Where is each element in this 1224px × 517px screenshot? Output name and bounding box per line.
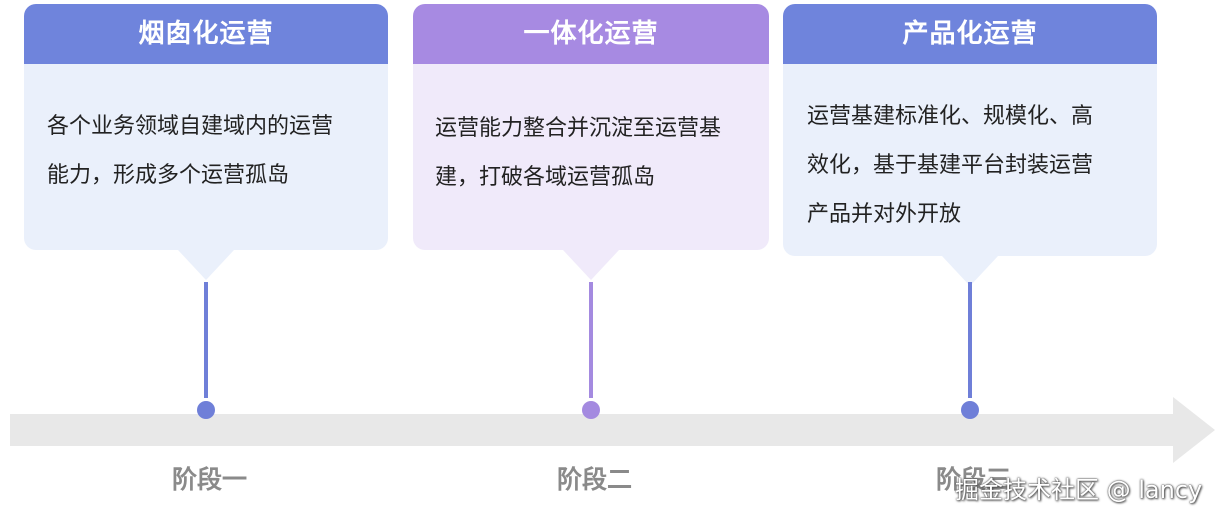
phase-2-connector — [589, 282, 593, 398]
phase-card-3-title: 产品化运营 — [783, 4, 1157, 64]
phase-card-1-pointer — [178, 250, 234, 280]
phase-card-2-pointer — [563, 250, 619, 280]
stage-label-2: 阶段二 — [557, 465, 633, 494]
phase-card-1-body: 各个业务领域自建域内的运营 能力，形成多个运营孤岛 — [24, 64, 388, 250]
phase-card-3: 产品化运营 运营基建标准化、规模化、高 效化，基于基建平台封装运营 产品并对外开… — [783, 4, 1157, 286]
phase-card-1-title: 烟囱化运营 — [24, 4, 388, 64]
stage-label-3: 阶段三 — [936, 465, 1012, 494]
phase-2-marker — [582, 401, 600, 419]
phase-1-marker — [197, 401, 215, 419]
watermark: 掘金技术社区 @ lancy — [955, 476, 1203, 504]
phase-card-2-line-1: 运营能力整合并沉淀至运营基 — [435, 116, 722, 141]
phase-card-3-body: 运营基建标准化、规模化、高 效化，基于基建平台封装运营 产品并对外开放 — [783, 64, 1157, 256]
phase-card-2-title: 一体化运营 — [413, 4, 769, 64]
timeline-arrow-icon — [1173, 397, 1215, 463]
phase-card-3-line-1: 运营基建标准化、规模化、高 — [807, 104, 1094, 129]
phase-3-connector — [968, 282, 972, 398]
phase-card-1-line-1: 各个业务领域自建域内的运营 — [47, 114, 334, 139]
phase-card-3-line-3: 产品并对外开放 — [807, 202, 962, 227]
phase-card-1: 烟囱化运营 各个业务领域自建域内的运营 能力，形成多个运营孤岛 — [24, 4, 388, 280]
phase-card-2-line-2: 建，打破各域运营孤岛 — [435, 165, 656, 190]
stage-label-1: 阶段一 — [172, 465, 248, 494]
timeline-track — [10, 414, 1180, 446]
phase-card-3-pointer — [942, 256, 998, 286]
phase-3-marker — [961, 401, 979, 419]
phase-card-2: 一体化运营 运营能力整合并沉淀至运营基 建，打破各域运营孤岛 — [413, 4, 769, 280]
phase-card-2-body: 运营能力整合并沉淀至运营基 建，打破各域运营孤岛 — [413, 64, 769, 250]
phase-card-3-line-2: 效化，基于基建平台封装运营 — [807, 153, 1094, 178]
phase-1-connector — [204, 282, 208, 398]
phase-card-1-line-2: 能力，形成多个运营孤岛 — [47, 163, 290, 188]
